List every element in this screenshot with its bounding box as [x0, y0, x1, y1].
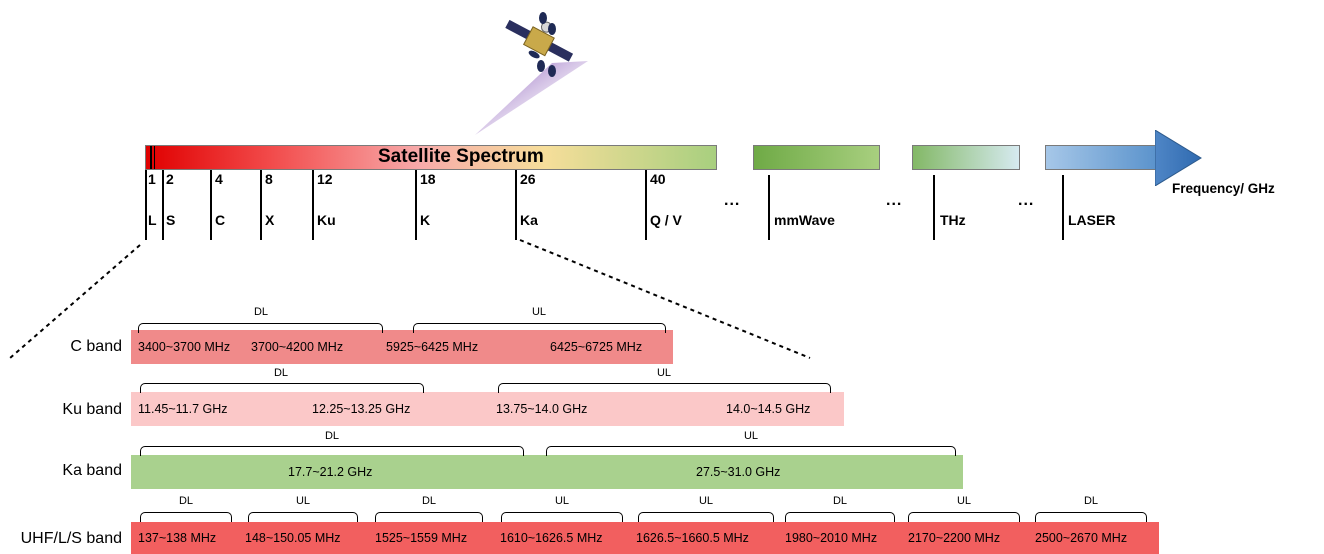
uhf-band-brace-label: DL — [1083, 495, 1099, 507]
ka-band-seg: 27.5~31.0 GHz — [696, 465, 781, 479]
band-label-l: L — [148, 212, 157, 228]
band-label-thz: THz — [940, 212, 966, 228]
ellipsis-3: ... — [1018, 192, 1035, 209]
uhf-band-seg: 137~138 MHz — [138, 531, 217, 545]
uhf-band-brace-label: DL — [832, 495, 848, 507]
uhf-band-brace-label: DL — [178, 495, 194, 507]
tick-num-18: 18 — [420, 171, 436, 187]
tick-4 — [210, 170, 212, 240]
ellipsis-1: ... — [724, 192, 741, 209]
uhf-band-seg: 2170~2200 MHz — [908, 531, 1001, 545]
satellite-icon — [440, 5, 630, 145]
mmwave-bar — [753, 145, 880, 170]
tick-num-4: 4 — [215, 171, 223, 187]
tick-num-12: 12 — [317, 171, 333, 187]
tick-thz — [933, 175, 935, 240]
c-band-brace-dl — [138, 323, 383, 333]
band-label-x: X — [265, 212, 275, 228]
uhf-band-brace-label: UL — [698, 495, 714, 507]
ka-band-seg: 17.7~21.2 GHz — [288, 465, 373, 479]
c-band-seg: 6425~6725 MHz — [550, 340, 643, 354]
ku-band-brace-ul — [498, 383, 831, 393]
ku-band-brace-label: UL — [656, 367, 672, 379]
c-band-brace-label: DL — [253, 306, 269, 318]
tick-num-8: 8 — [265, 171, 273, 187]
tick-12 — [312, 170, 314, 240]
uhf-band-seg: 1610~1626.5 MHz — [500, 531, 603, 545]
laser-bar — [1045, 145, 1157, 170]
ka-band-brace-label: DL — [324, 430, 340, 442]
bar-edge-mark — [150, 146, 152, 169]
uhf-band-seg: 1626.5~1660.5 MHz — [636, 531, 749, 545]
row-label-ku-band: Ku band — [62, 401, 122, 418]
ku-band-seg: 12.25~13.25 GHz — [312, 402, 411, 416]
uhf-band-brace-label: UL — [554, 495, 570, 507]
ka-band-brace-dl — [140, 446, 524, 456]
uhf-band-seg: 2500~2670 MHz — [1035, 531, 1128, 545]
ka-band-brace-ul — [546, 446, 956, 456]
uhf-band-brace-label: UL — [295, 495, 311, 507]
tick-40 — [645, 170, 647, 240]
tick-num-26: 26 — [520, 171, 536, 187]
row-label-c-band: C band — [70, 338, 122, 355]
c-band-seg: 3700~4200 MHz — [251, 340, 344, 354]
band-label-laser: LASER — [1068, 212, 1116, 228]
uhf-band-brace — [1035, 512, 1147, 522]
bar-edge-mark — [154, 146, 155, 169]
uhf-band-brace — [908, 512, 1020, 522]
uhf-band-seg: 1525~1559 MHz — [375, 531, 468, 545]
ka-band-bar — [131, 455, 963, 489]
ku-band-seg: 13.75~14.0 GHz — [496, 402, 588, 416]
tick-26 — [515, 170, 517, 240]
ellipsis-2: ... — [886, 192, 903, 209]
uhf-band-brace — [140, 512, 232, 522]
ka-band-brace-label: UL — [743, 430, 759, 442]
satellite-spectrum-bar — [145, 145, 717, 170]
tick-laser — [1062, 175, 1064, 240]
tick-18 — [415, 170, 417, 240]
tick-2 — [162, 170, 164, 240]
tick-num-1: 1 — [148, 171, 156, 187]
uhf-band-brace — [375, 512, 483, 522]
ku-band-bar — [131, 392, 844, 426]
thz-bar — [912, 145, 1020, 170]
tick-num-2: 2 — [166, 171, 174, 187]
axis-label: Frequency/ GHz — [1172, 181, 1275, 196]
uhf-band-brace — [501, 512, 623, 522]
band-label-s: S — [166, 212, 176, 228]
band-label-qv: Q / V — [650, 212, 682, 228]
ku-band-seg: 14.0~14.5 GHz — [726, 402, 811, 416]
band-label-mmwave: mmWave — [774, 212, 835, 228]
uhf-band-seg: 1980~2010 MHz — [785, 531, 878, 545]
frequency-arrow-icon — [1154, 129, 1205, 187]
row-label-ka-band: Ka band — [62, 462, 122, 479]
c-band-bar — [131, 330, 673, 364]
c-band-seg: 5925~6425 MHz — [386, 340, 479, 354]
uhf-band-brace — [248, 512, 358, 522]
row-label-uhf-band: UHF/L/S band — [20, 530, 122, 547]
tick-num-40: 40 — [650, 171, 666, 187]
uhf-band-seg: 148~150.05 MHz — [245, 531, 341, 545]
band-label-ku: Ku — [317, 212, 336, 228]
tick-8 — [260, 170, 262, 240]
ku-band-brace-dl — [140, 383, 424, 393]
c-band-seg: 3400~3700 MHz — [138, 340, 231, 354]
tick-1 — [145, 170, 147, 240]
uhf-band-brace-label: UL — [956, 495, 972, 507]
ku-band-seg: 11.45~11.7 GHz — [138, 402, 228, 416]
uhf-band-brace-label: DL — [421, 495, 437, 507]
uhf-band-bar — [131, 522, 1159, 554]
c-band-brace-label: UL — [531, 306, 547, 318]
c-band-brace-ul — [413, 323, 666, 333]
band-label-c: C — [215, 212, 226, 228]
uhf-band-brace — [638, 512, 774, 522]
spectrum-title: Satellite Spectrum — [378, 146, 544, 167]
tick-mmwave — [768, 175, 770, 240]
ku-band-brace-label: DL — [273, 367, 289, 379]
uhf-band-brace — [785, 512, 895, 522]
band-label-k: K — [420, 212, 431, 228]
band-label-ka: Ka — [520, 212, 538, 228]
